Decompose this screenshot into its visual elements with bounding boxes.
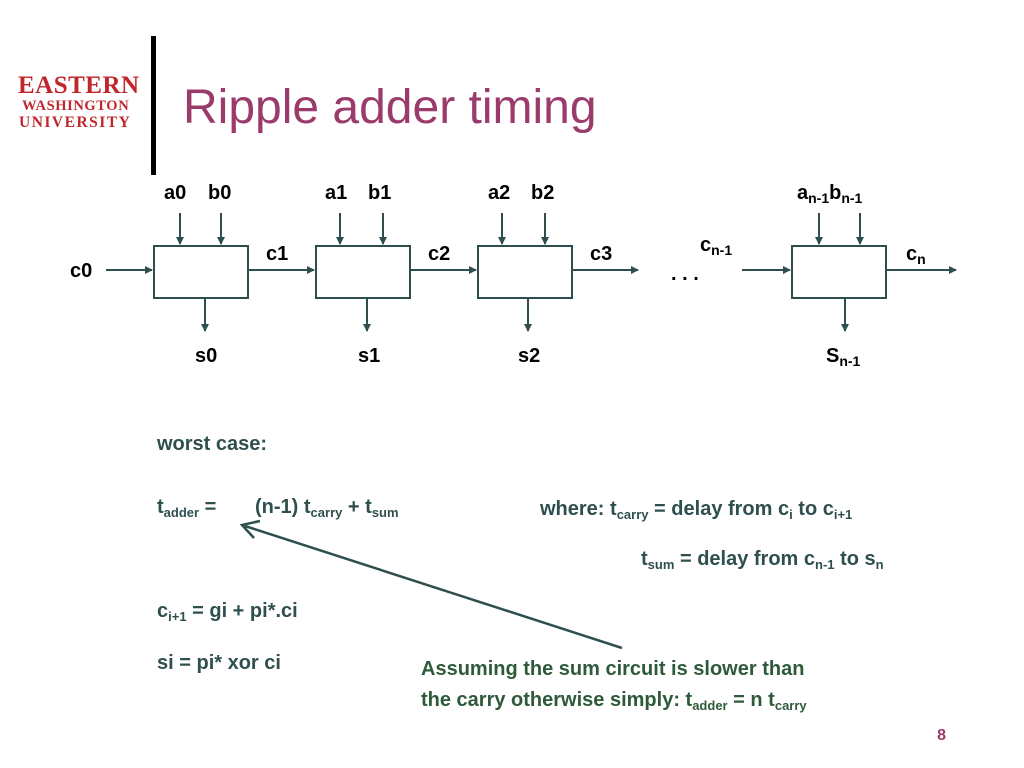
last-ab-label: an-1bn-1 xyxy=(797,182,863,206)
sum-equation: si = pi* xor ci xyxy=(157,652,281,674)
stage0-s-label: s0 xyxy=(195,345,217,367)
worst-case-formula: (n-1) tcarry + tsum xyxy=(255,496,399,520)
annotation-arrow-line xyxy=(244,524,623,650)
stage1-b-label: b1 xyxy=(368,182,391,204)
carry-in-label: c0 xyxy=(70,260,92,282)
carry-label-1: c1 xyxy=(266,243,288,265)
logo-line-eastern: EASTERN xyxy=(18,72,140,99)
tsum-definition: tsum = delay from cn-1 to sn xyxy=(641,548,884,572)
stage0-b-label: b0 xyxy=(208,182,231,204)
stage2-s-label: s2 xyxy=(518,345,540,367)
stage1-s-label: s1 xyxy=(358,345,380,367)
logo-line-washington: WASHINGTON xyxy=(22,98,130,114)
ellipsis: . . . xyxy=(671,263,699,285)
carry-label-3: c3 xyxy=(590,243,612,265)
last-s-label: Sn-1 xyxy=(826,345,861,369)
stage2-a-label: a2 xyxy=(488,182,510,204)
t-adder-label: tadder = xyxy=(157,496,217,520)
adder-block-2 xyxy=(477,245,573,299)
adder-block-1 xyxy=(315,245,411,299)
stage1-a-label: a1 xyxy=(325,182,347,204)
logo-line-university: UNIVERSITY xyxy=(19,114,132,131)
note-line-2: the carry otherwise simply: tadder = n t… xyxy=(421,689,807,713)
last-cin-label: cn-1 xyxy=(700,234,732,258)
stage2-b-label: b2 xyxy=(531,182,554,204)
slide-number: 8 xyxy=(937,727,946,744)
annotation-arrow-head xyxy=(239,519,261,539)
stage0-a-label: a0 xyxy=(164,182,186,204)
last-cout-label: cn xyxy=(906,243,926,267)
worst-case-label: worst case: xyxy=(157,433,268,455)
note-line-1: Assuming the sum circuit is slower than xyxy=(421,658,805,680)
where-carry-definition: where: tcarry = delay from ci to ci+1 xyxy=(540,498,853,522)
page-title: Ripple adder timing xyxy=(183,81,597,134)
carry-equation: ci+1 = gi + pi*.ci xyxy=(157,600,298,624)
title-divider xyxy=(151,36,156,175)
adder-block-0 xyxy=(153,245,249,299)
adder-block-last xyxy=(791,245,887,299)
carry-label-2: c2 xyxy=(428,243,450,265)
